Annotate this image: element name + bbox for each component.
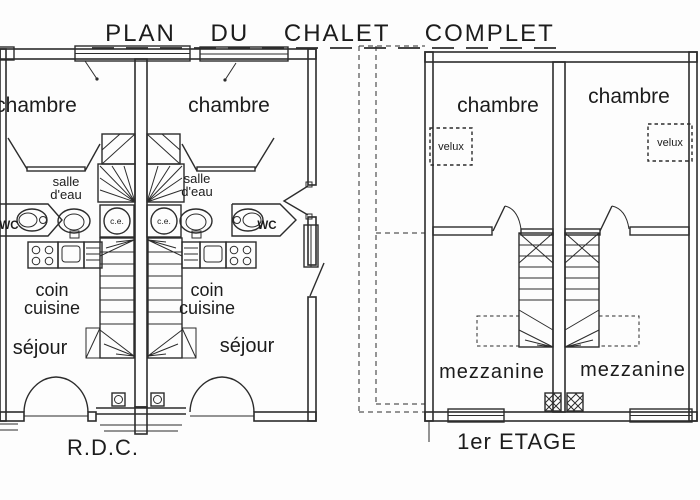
water-heater-label: c.e. <box>110 216 124 226</box>
kitchen-right <box>181 241 257 269</box>
room-label-chambre-right: chambre <box>188 94 270 117</box>
room-label-salle-eau-right-1: salle <box>184 171 211 186</box>
room-label-coin-cuisine-right-2: cuisine <box>179 298 235 318</box>
closet-right <box>146 133 181 165</box>
kitchen-left <box>27 241 103 269</box>
french-door-right <box>189 376 255 417</box>
etage-partitions <box>432 205 690 236</box>
stairs-icon-etage-right <box>564 232 640 348</box>
rdc-exterior-walls <box>0 48 317 435</box>
stairs-icon-etage-left <box>476 232 554 348</box>
room-label-sejour-right: séjour <box>220 335 275 357</box>
french-door-left <box>23 376 89 417</box>
etage-plan: velux velux cha <box>358 45 698 454</box>
room-label-sejour-left: séjour <box>13 337 68 359</box>
wc-label: WC <box>0 220 19 232</box>
rdc-side-doors <box>282 181 325 297</box>
velux-label: velux <box>438 141 464 153</box>
rdc-bathroom-partitions <box>7 137 275 172</box>
flue-hatched-right <box>566 392 584 412</box>
etage-exterior-walls <box>424 51 698 442</box>
shower-icon-right <box>146 163 185 203</box>
velux-left: velux <box>429 127 473 166</box>
water-heater-right: c.e. <box>146 204 182 238</box>
room-label-salle-eau-left-1: salle <box>53 174 80 189</box>
room-label-chambre-etage-right: chambre <box>588 85 670 108</box>
rdc-top-windows <box>0 45 289 82</box>
water-heater-left: c.e. <box>99 204 135 238</box>
sink-icon-right <box>179 208 213 239</box>
wc-label: WC <box>257 220 276 232</box>
floor-label-etage: 1er ETAGE <box>457 429 577 454</box>
rdc-plan: WC WC c.e. c.e. <box>0 45 325 460</box>
wc-right: WC <box>231 203 297 237</box>
floor-label-rdc: R.D.C. <box>67 435 139 460</box>
room-label-coin-cuisine-left-2: cuisine <box>24 298 80 318</box>
entry-porch <box>0 392 186 432</box>
wc-left: WC <box>0 203 63 237</box>
room-label-mezzanine-left: mezzanine <box>439 361 545 383</box>
plan-title: PLAN DU CHALET COMPLET <box>92 20 560 49</box>
room-label-mezzanine-right: mezzanine <box>580 359 686 381</box>
shower-icon-left <box>97 163 136 203</box>
velux-label: velux <box>657 137 683 149</box>
sink-icon-left <box>57 208 91 239</box>
water-heater-label: c.e. <box>157 216 171 226</box>
room-label-coin-cuisine-left-1: coin <box>35 280 68 300</box>
room-label-coin-cuisine-right-1: coin <box>190 280 223 300</box>
room-label-salle-eau-right-2: d'eau <box>181 184 212 199</box>
footprint-dashed-outline <box>358 45 452 413</box>
page-title: PLAN DU CHALET COMPLET <box>105 20 555 47</box>
room-label-chambre-etage-left: chambre <box>457 94 539 117</box>
stairs-icon-rdc-left <box>85 237 135 359</box>
stairs-icon-rdc-right <box>147 237 197 359</box>
etage-bottom-windows <box>447 408 693 423</box>
closet-left <box>101 133 136 165</box>
room-label-chambre-left: chambre <box>0 94 77 117</box>
velux-right: velux <box>647 123 693 162</box>
room-label-salle-eau-left-2: d'eau <box>50 187 81 202</box>
flue-hatched-left <box>544 392 562 412</box>
